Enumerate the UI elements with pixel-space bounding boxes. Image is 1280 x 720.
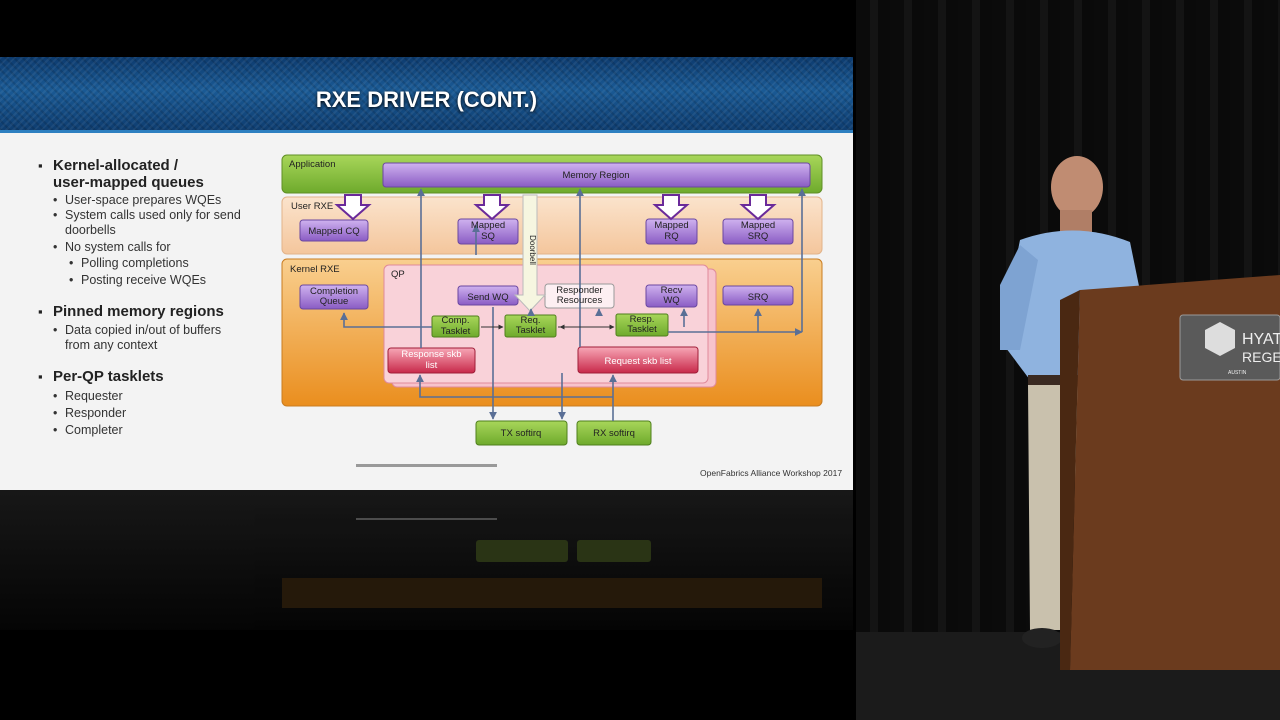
arrow-down-rq [652,194,690,221]
bullet-list: Kernel-allocated /user-mapped queues Use… [38,157,278,439]
presentation-slide: RXE DRIVER (CONT.) Kernel-allocated /use… [0,57,853,490]
bullet-user-space-wqe: User-space prepares WQEs [38,193,278,208]
srq-box [722,285,794,306]
label-application: Application [289,159,335,170]
label-recv-wq: Recv WQ [660,284,683,306]
svg-text:AUSTIN: AUSTIN [1228,370,1247,376]
bullet-posting: Posting receive WQEs [38,272,278,289]
label-kernel-rxe: Kernel RXE [290,264,340,275]
bullet-pinned-memory: Pinned memory regions [38,303,278,320]
label-qp: QP [391,269,405,280]
slide-reflection [0,490,853,630]
mapped-cq-box [299,219,369,242]
slide-banner [0,57,853,133]
tx-softirq-box [475,420,568,446]
arrow-down-srq [739,194,777,221]
rx-softirq-box [576,420,652,446]
label-user-rxe: User RXE [291,201,333,212]
bullet-kernel-queues: Kernel-allocated /user-mapped queues [38,157,278,191]
label-comp-tasklet: Comp. Tasklet [440,315,471,337]
label-send-wq: Send WQ [467,292,508,303]
memory-region-box [382,162,811,188]
label-memory-region: Memory Region [562,170,629,181]
request-skb-box [577,346,699,374]
arrow-down-cq [334,194,372,221]
label-mapped-srq: Mapped SRQ [740,220,776,242]
svg-text:HYAT: HYAT [1242,331,1280,348]
bullet-per-qp-tasklets: Per-QP tasklets [38,368,278,385]
bullet-no-system-calls: No system calls for [38,240,278,255]
line-comp-to-cq [340,312,432,328]
bullet-completer: Completer [38,422,278,439]
label-mapped-rq: Mapped RQ [654,220,689,242]
bullet-polling: Polling completions [38,255,278,272]
label-completion-queue: Completion Queue [309,285,359,307]
recv-wq-box [645,284,698,308]
response-skb-box [387,347,476,374]
slide-footer: OpenFabrics Alliance Workshop 2017 [700,468,843,478]
doorbell-arrow [513,194,547,312]
label-rx-softirq: RX softirq [593,428,635,439]
label-mapped-cq: Mapped CQ [308,226,359,237]
label-tx-softirq: TX softirq [501,428,542,439]
completion-queue-box [299,284,369,310]
arrow-down-sq [473,194,511,221]
label-doorbell: Doorbell [528,235,537,265]
label-mapped-sq: Mapped SQ [470,220,506,242]
line-rx-to-respskb [416,374,613,398]
rxe-diagram: Application User RXE Kernel RXE QP Memor… [281,154,823,446]
label-req-tasklet: Req. Tasklet [515,314,546,336]
label-responder-resources: Responder Resources [556,284,603,306]
label-request-skb: Request skb list [604,356,671,367]
slide-title: RXE DRIVER (CONT.) [315,87,538,112]
bullet-requester: Requester [38,388,278,405]
podium: HYAT REGEN AUSTIN [1060,275,1280,670]
bullet-responder: Responder [38,405,278,422]
svg-text:REGEN: REGEN [1242,349,1280,365]
label-srq: SRQ [748,292,769,303]
slide-progress-line [356,464,497,467]
label-response-skb: Response skb list [401,349,462,371]
resp-tasklet-box [615,313,669,337]
label-resp-tasklet: Resp. Tasklet [627,313,657,335]
